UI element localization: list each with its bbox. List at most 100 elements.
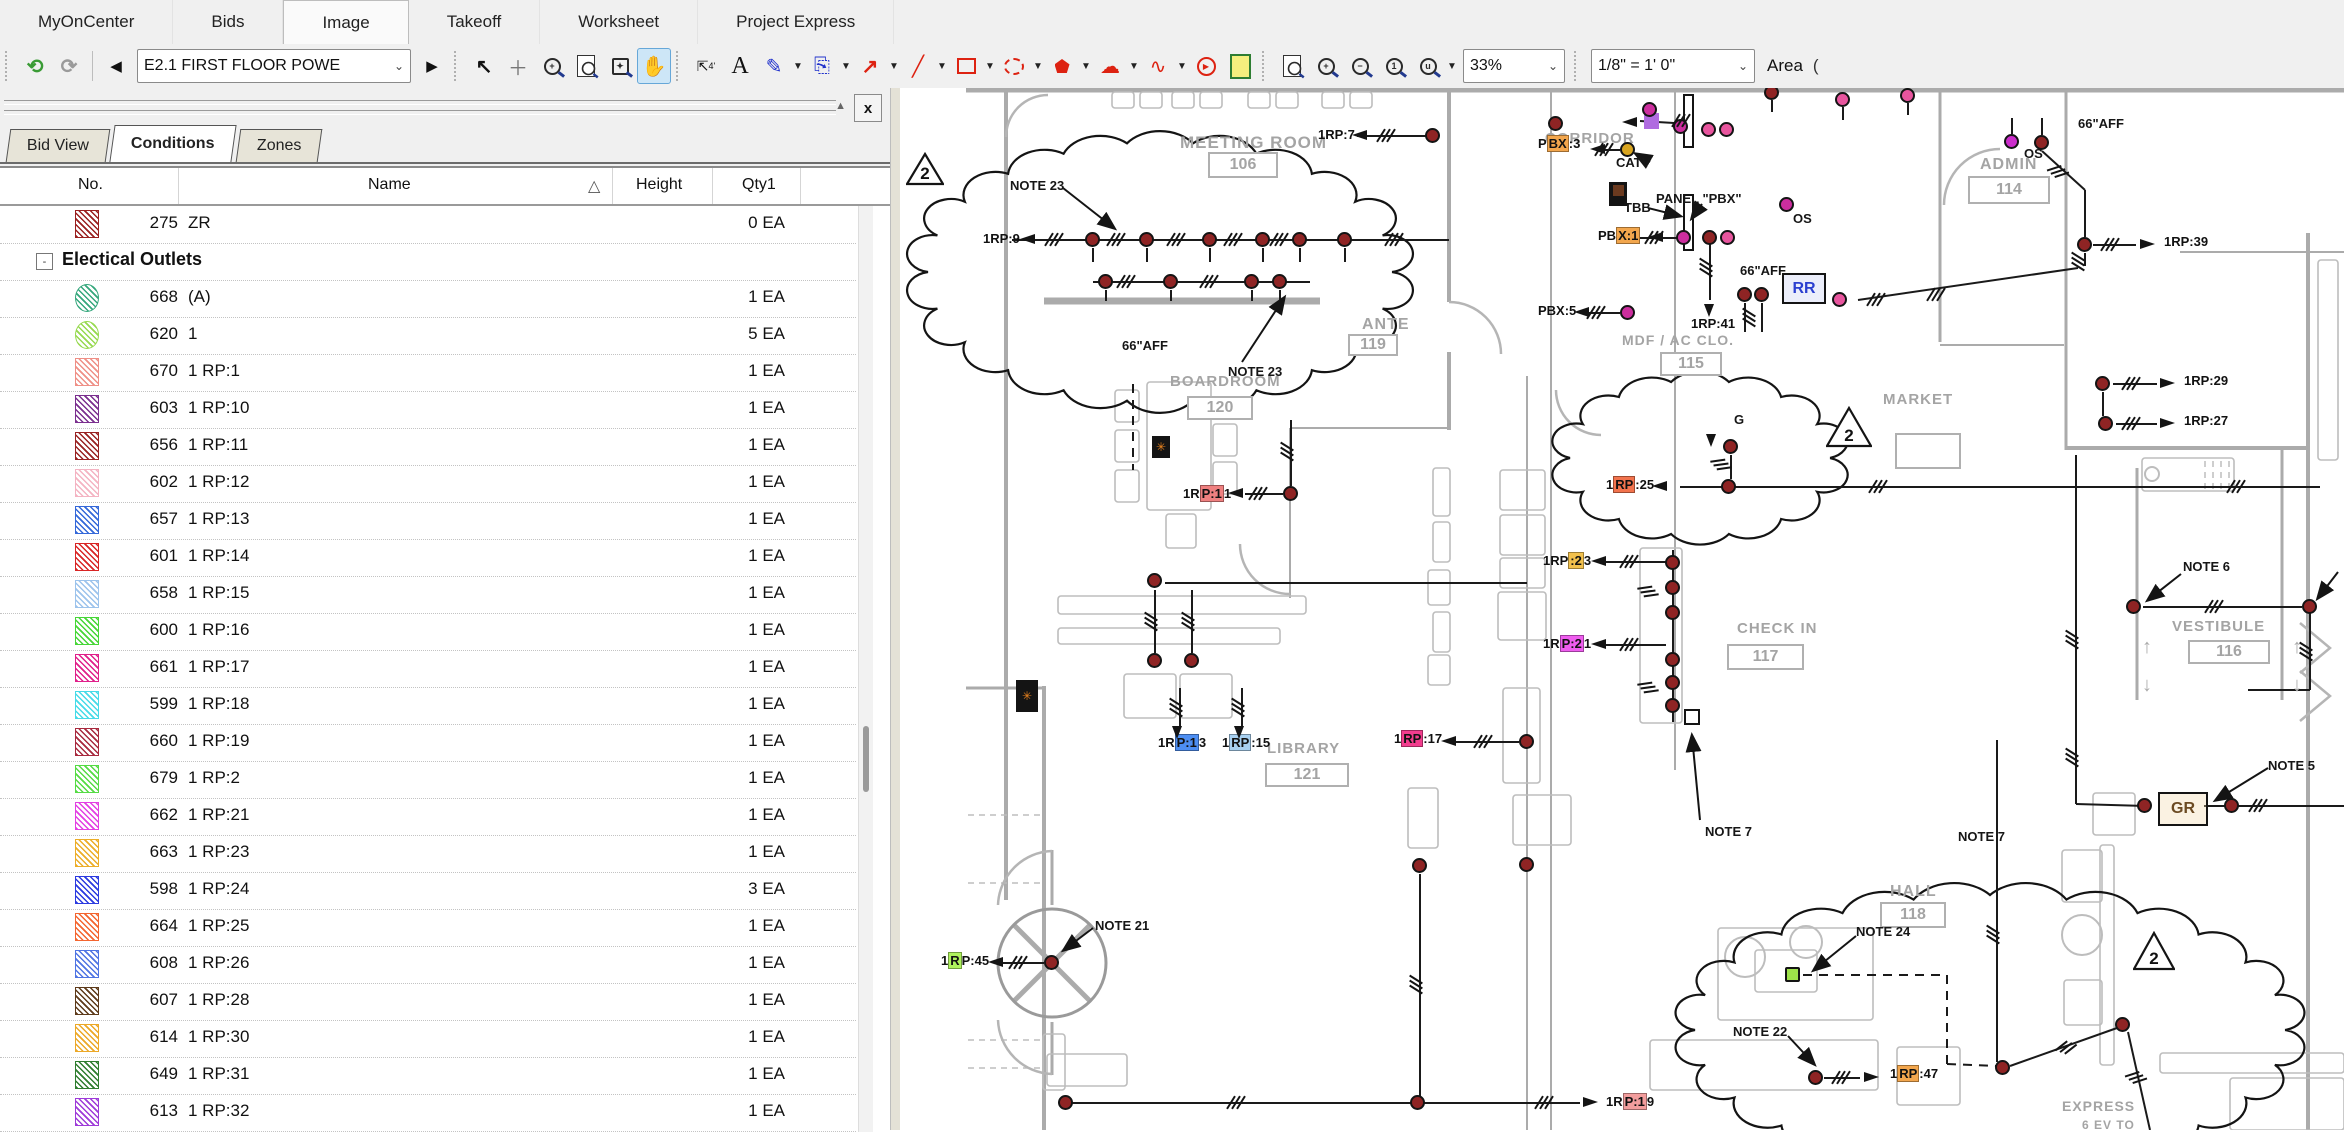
zoom-doc-button[interactable]: [1275, 48, 1309, 84]
outlet-symbol[interactable]: [1764, 88, 1779, 100]
outlet-symbol[interactable]: [1665, 652, 1680, 667]
pencil-tool-button[interactable]: ✎: [765, 55, 783, 78]
pointer-tool-button[interactable]: ↖: [475, 55, 493, 78]
zoom-page-tool-button[interactable]: [569, 48, 603, 84]
forward-nav-button[interactable]: ⟳: [60, 55, 78, 78]
grid-scrollbar[interactable]: [858, 206, 873, 1132]
outlet-symbol[interactable]: [1620, 305, 1635, 320]
outlet-symbol[interactable]: [1665, 675, 1680, 690]
outlet-symbol[interactable]: [1184, 653, 1199, 668]
rectangle-annotation-button[interactable]: [949, 48, 983, 84]
outlet-symbol[interactable]: [2034, 135, 2049, 150]
outlet-symbol[interactable]: [1995, 1060, 2010, 1075]
outlet-symbol[interactable]: [1425, 128, 1440, 143]
ellipse-annotation-dropdown[interactable]: ▼: [1033, 60, 1043, 72]
outlet-symbol[interactable]: [1665, 580, 1680, 595]
outlet-symbol[interactable]: [1676, 230, 1691, 245]
outlet-symbol[interactable]: [1737, 287, 1752, 302]
outlet-symbol[interactable]: [2004, 134, 2019, 149]
pan-hand-tool-button[interactable]: ✋: [637, 48, 671, 84]
outlet-symbol[interactable]: [1723, 439, 1738, 454]
zoom-dropdown[interactable]: ▼: [1447, 60, 1457, 72]
ellipse-annotation-button[interactable]: [997, 48, 1031, 84]
outlet-symbol[interactable]: [1900, 88, 1915, 103]
outlet-symbol[interactable]: [1244, 274, 1259, 289]
menu-item-myoncenter[interactable]: MyOnCenter: [0, 0, 174, 44]
arrow-annotation-button[interactable]: ↗: [861, 55, 879, 78]
dimension-tool-button[interactable]: ⇱4': [696, 57, 716, 74]
outlet-symbol[interactable]: [1202, 232, 1217, 247]
outlet-symbol[interactable]: [1255, 232, 1270, 247]
outlet-symbol[interactable]: [1832, 292, 1847, 307]
outlet-symbol[interactable]: [1665, 555, 1680, 570]
outlet-symbol[interactable]: [2126, 599, 2141, 614]
equipment-tag-gr[interactable]: GR: [2158, 792, 2208, 826]
outlet-symbol[interactable]: [1720, 230, 1735, 245]
outlet-symbol[interactable]: [1337, 232, 1352, 247]
tab-bid-view[interactable]: Bid View: [5, 129, 111, 162]
outlet-symbol[interactable]: [1410, 1095, 1425, 1110]
outlet-symbol[interactable]: [1721, 479, 1736, 494]
outlet-symbol[interactable]: [2115, 1017, 2130, 1032]
text-tool-button[interactable]: A: [731, 52, 749, 79]
outlet-symbol[interactable]: [1779, 197, 1794, 212]
outlet-symbol[interactable]: [1139, 232, 1154, 247]
scale-combo[interactable]: 1/8" = 1' 0" ⌄: [1591, 49, 1755, 83]
outlet-symbol[interactable]: [1412, 858, 1427, 873]
back-nav-button[interactable]: ⟲: [26, 55, 44, 78]
zoom-plus-button[interactable]: +: [1309, 48, 1343, 84]
selected-symbol[interactable]: ✳: [1016, 680, 1038, 712]
line-annotation-button[interactable]: ╱: [911, 55, 925, 78]
crosshair-tool-button[interactable]: ＋: [508, 57, 528, 80]
outlet-symbol[interactable]: [1272, 274, 1287, 289]
outlet-symbol[interactable]: [1519, 734, 1534, 749]
freehand-annotation-dropdown[interactable]: ▼: [1177, 60, 1187, 72]
panel-collapse-icon[interactable]: ▲: [835, 100, 846, 112]
menu-item-takeoff[interactable]: Takeoff: [409, 0, 541, 44]
outlet-symbol[interactable]: [1701, 122, 1716, 137]
outlet-symbol[interactable]: [1519, 857, 1534, 872]
tab-conditions[interactable]: Conditions: [109, 125, 237, 162]
cloud-annotation-dropdown[interactable]: ▼: [1129, 60, 1139, 72]
outlet-symbol[interactable]: [1808, 1070, 1823, 1085]
outlet-symbol[interactable]: [1754, 287, 1769, 302]
outlet-symbol[interactable]: [1098, 274, 1113, 289]
equipment-tag-rr[interactable]: RR: [1782, 273, 1826, 304]
page-color-tool-button[interactable]: [1223, 48, 1257, 84]
collapse-icon[interactable]: -: [36, 253, 53, 270]
outlet-symbol[interactable]: [1719, 122, 1734, 137]
outlet-symbol[interactable]: [2077, 237, 2092, 252]
freehand-annotation-button[interactable]: ∿: [1149, 55, 1167, 78]
zoom-undo-button[interactable]: u: [1411, 48, 1445, 84]
zoom-in-tool-button[interactable]: +: [535, 48, 569, 84]
copy-down-tool-button[interactable]: ⎘: [814, 54, 830, 77]
outlet-symbol[interactable]: [2095, 376, 2110, 391]
cloud-annotation-button[interactable]: ☁: [1100, 55, 1120, 78]
group-row[interactable]: -Electical Outlets: [0, 243, 856, 281]
polygon-annotation-button[interactable]: [1045, 48, 1079, 84]
tab-zones[interactable]: Zones: [235, 129, 323, 162]
outlet-symbol[interactable]: [2302, 599, 2317, 614]
outlet-symbol[interactable]: [1044, 955, 1059, 970]
outlet-symbol[interactable]: [2098, 416, 2113, 431]
outlet-symbol[interactable]: [1785, 967, 1800, 982]
